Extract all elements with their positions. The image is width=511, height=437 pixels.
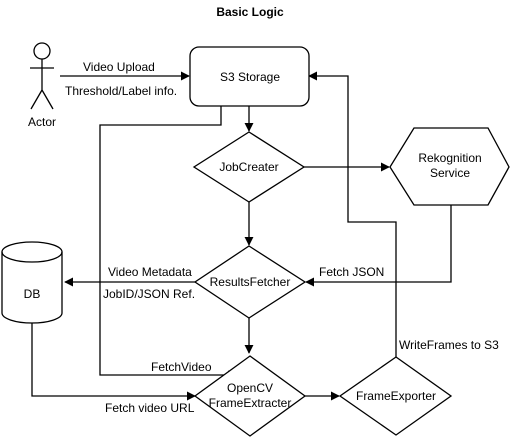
edge-label-fetch-video: FetchVideo — [151, 360, 212, 374]
edge-label-video-upload: Video Upload — [83, 60, 155, 74]
db-label: DB — [24, 287, 41, 301]
edge-label-threshold-label: Threshold/Label info. — [65, 84, 177, 98]
edge-label-fetch-video-url: Fetch video URL — [105, 401, 195, 415]
frameextracter-label-line1: OpenCV — [227, 381, 273, 395]
s3-storage-node — [189, 46, 310, 107]
actor-label: Actor — [28, 115, 56, 129]
edge-rekognition-to-resultsfetcher — [305, 205, 452, 287]
edge-s3-to-frameextracter — [99, 106, 237, 380]
rekognition-service-node — [389, 127, 510, 206]
edge-label-fetch-json: Fetch JSON — [319, 265, 384, 279]
edge-label-writeframes: WriteFrames to S3 — [399, 338, 499, 352]
db-node — [1, 241, 63, 324]
frameexporter-node — [338, 356, 453, 436]
resultsfetcher-label: ResultsFetcher — [210, 275, 291, 289]
rekognition-service-label-line2: Service — [430, 166, 470, 180]
edge-db-to-frameextracter — [31, 323, 196, 401]
jobcreater-node — [192, 131, 306, 203]
actor-icon — [30, 42, 54, 110]
diagram-title: Basic Logic — [216, 5, 284, 19]
rekognition-service-label-line1: Rekognition — [418, 151, 481, 165]
edge-label-video-metadata: Video Metadata — [108, 265, 192, 279]
frameextracter-label-line2: FrameExtracter — [209, 396, 292, 410]
frameexporter-label: FrameExporter — [356, 389, 436, 403]
s3-storage-label: S3 Storage — [220, 70, 280, 84]
frameextracter-node — [193, 355, 307, 437]
edge-label-jobid-json-ref: JobID/JSON Ref. — [103, 287, 195, 301]
resultsfetcher-node — [193, 245, 307, 319]
edge-frameexporter-to-s3 — [308, 71, 397, 357]
jobcreater-label: JobCreater — [219, 160, 278, 174]
